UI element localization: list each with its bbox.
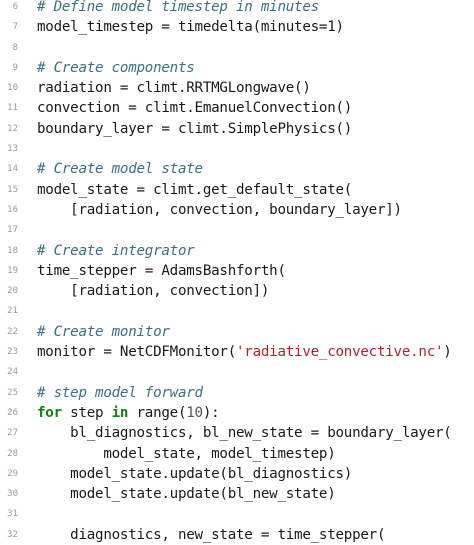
code-line: 10 radiation = climt.RRTMGLongwave() [0,78,474,98]
line-number: 6 [12,2,18,12]
line-number: 28 [7,448,18,459]
code-line: 7 model_timestep = timedelta(minutes=1) [0,17,474,37]
code-text: monitor = NetCDFMonitor('radiative_conve… [37,342,452,362]
line-number: 27 [7,428,18,439]
line-number: 13 [7,144,18,155]
code-text: convection = climt.EmanuelConvection() [37,100,353,117]
line-number: 12 [7,123,18,134]
line-number: 30 [7,489,18,500]
code-line: 25 # step model forward [0,383,474,403]
code-text: [radiation, convection]) [37,283,270,300]
code-text: radiation = climt.RRTMGLongwave() [37,80,311,97]
code-line: 21 [0,301,474,321]
line-number: 21 [7,306,18,317]
code-line: 20 [radiation, convection]) [0,281,474,301]
line-number: 16 [7,204,18,215]
code-text: model_timestep = timedelta(minutes=1) [37,19,344,36]
line-number: 8 [12,42,18,53]
line-number: 14 [7,164,18,175]
code-line: 28 model_state, model_timestep) [0,444,474,464]
code-line: 18 # Create integrator [0,241,474,261]
code-string: 'radiative_convective.nc' [236,344,444,361]
code-text: diagnostics, new_state = time_stepper( [37,526,386,543]
code-comment: # Create model state [37,161,203,178]
code-keyword: in [111,404,129,421]
line-number: 25 [7,387,18,398]
line-number: 18 [7,245,18,256]
code-text: model_state = climt.get_default_state( [37,181,353,198]
code-line: 32 diagnostics, new_state = time_stepper… [0,525,474,545]
code-line: 13 [0,139,474,159]
code-line: 8 [0,38,474,58]
code-text: model_state, model_timestep) [37,445,336,462]
line-number: 23 [7,347,18,358]
line-number: 11 [7,103,18,114]
code-line: 23 monitor = NetCDFMonitor('radiative_con… [0,342,474,362]
code-token: ) [443,344,452,361]
code-comment: # Define model timestep in minutes [37,0,319,15]
code-text: for step in range(10): [37,403,220,423]
code-text: bl_diagnostics, bl_new_state = boundary_… [37,425,452,442]
line-number: 32 [7,529,18,540]
code-line: 27 bl_diagnostics, bl_new_state = bounda… [0,423,474,443]
code-line: 17 [0,220,474,240]
code-token: step [61,404,112,421]
code-text: time_stepper = AdamsBashforth( [37,262,286,279]
code-line: 6 # Define model timestep in minutes [0,0,474,17]
line-number: 19 [7,265,18,276]
code-line: 30 model_state.update(bl_new_state) [0,484,474,504]
code-line: 19 time_stepper = AdamsBashforth( [0,261,474,281]
line-number: 10 [7,83,18,94]
code-line: 11 convection = climt.EmanuelConvection() [0,98,474,118]
code-comment: # Create monitor [37,323,170,340]
code-line: 16 [radiation, convection, boundary_laye… [0,200,474,220]
line-number: 22 [7,326,18,337]
code-token: range( [128,404,187,421]
line-number: 17 [7,225,18,236]
code-line: 12 boundary_layer = climt.SimplePhysics() [0,119,474,139]
code-line: 31 [0,504,474,524]
line-number: 31 [7,509,18,520]
code-text: model_state.update(bl_new_state) [37,486,336,503]
code-line: 14 # Create model state [0,159,474,179]
line-number: 26 [7,407,18,418]
line-number: 20 [7,286,18,297]
line-number: 7 [12,22,18,33]
code-line: 22 # Create monitor [0,322,474,342]
code-keyword: for [37,404,62,421]
code-text: boundary_layer = climt.SimplePhysics() [37,120,353,137]
code-number: 10 [186,404,203,421]
code-text: [radiation, convection, boundary_layer]) [37,201,402,218]
code-comment: # Create components [37,59,195,76]
code-token: ): [202,404,220,421]
code-token: monitor = NetCDFMonitor( [37,344,236,361]
code-line: 15 model_state = climt.get_default_state( [0,180,474,200]
code-line: 26 for step in range(10): [0,403,474,423]
line-number: 15 [7,184,18,195]
line-number: 24 [7,367,18,378]
code-line: 9 # Create components [0,58,474,78]
code-line: 24 [0,362,474,382]
code-comment: # step model forward [37,384,203,401]
code-comment: # Create integrator [37,242,195,259]
line-number: 9 [12,62,18,73]
